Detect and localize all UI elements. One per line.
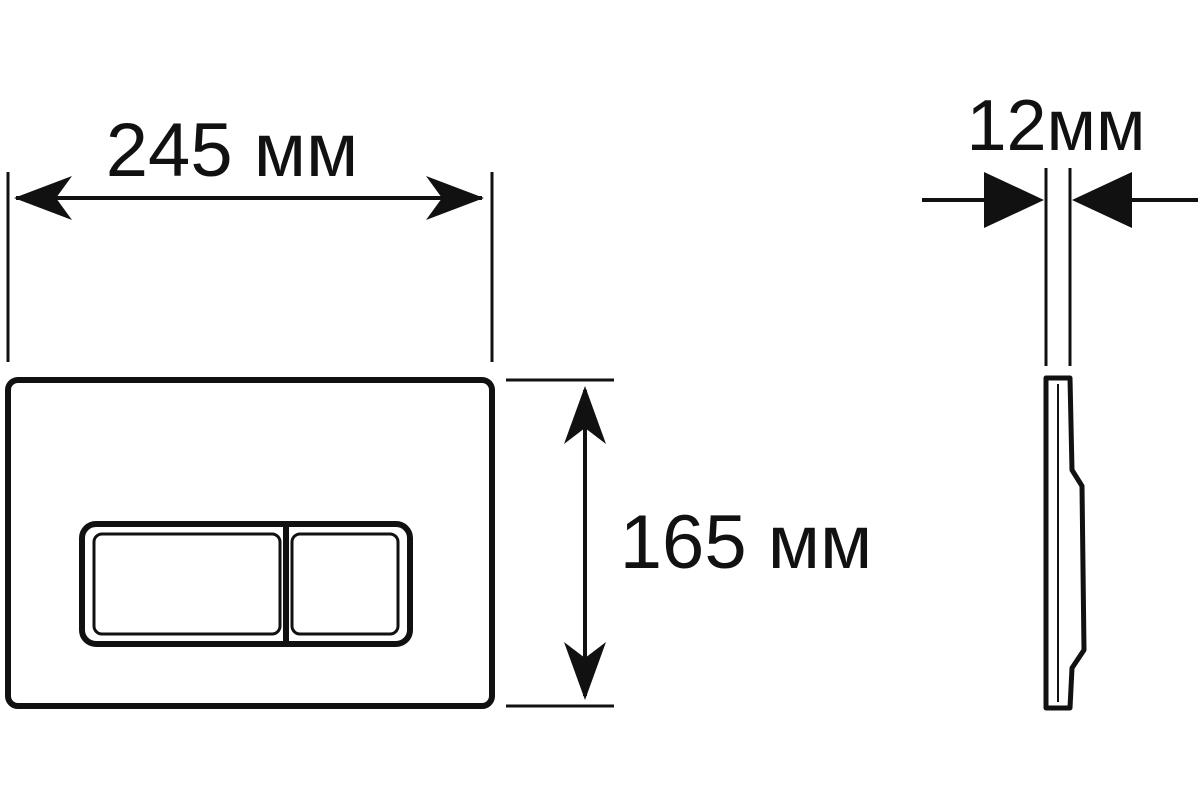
height-arrow-bottom	[564, 642, 606, 700]
thickness-dimension: 12мм	[922, 86, 1198, 366]
side-view	[1043, 375, 1087, 711]
side-profile	[1043, 375, 1087, 711]
height-dimension: 165 мм	[506, 378, 872, 708]
small-flush-button	[290, 532, 400, 636]
large-flush-button	[92, 532, 282, 636]
button-frame	[79, 521, 413, 647]
height-arrow-top	[564, 386, 606, 444]
front-view	[5, 377, 495, 709]
plate-outline	[5, 377, 495, 709]
width-label: 245 мм	[106, 108, 358, 193]
thickness-arrow-right	[1072, 172, 1132, 228]
width-arrow-left	[14, 176, 72, 220]
thickness-label: 12мм	[966, 86, 1145, 166]
width-dimension: 245 мм	[6, 108, 494, 362]
height-label: 165 мм	[620, 500, 872, 585]
thickness-arrow-left	[984, 172, 1044, 228]
width-arrow-right	[426, 176, 484, 220]
